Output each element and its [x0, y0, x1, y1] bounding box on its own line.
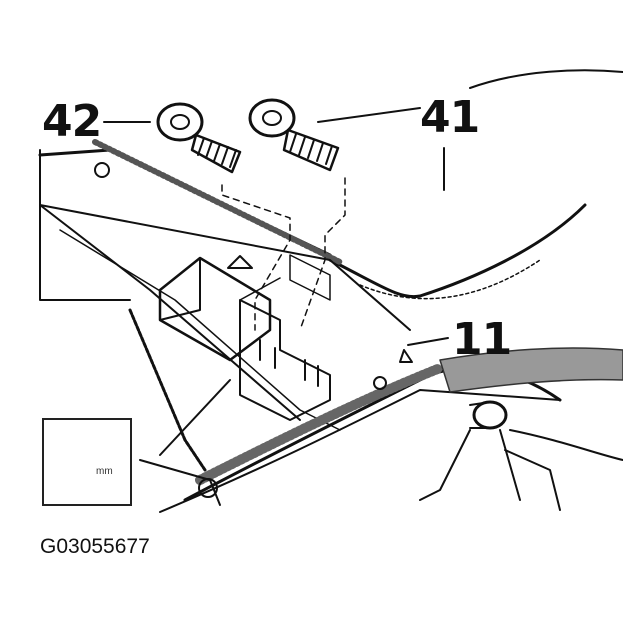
lower-panel-bottom: [159, 389, 561, 513]
bracket-front: [159, 257, 201, 321]
bracket-block: [158, 256, 272, 362]
panel-inner-line: [359, 259, 541, 300]
right-bracket: [504, 429, 623, 511]
lower-panel-hatch: [195, 363, 445, 485]
lower-fastener: [198, 478, 218, 498]
bolt-41: [248, 98, 340, 172]
bracket-slot: [239, 299, 331, 421]
rivet-mid: [227, 255, 253, 269]
hinge-pin: [469, 400, 508, 430]
lower-panel-top: [183, 367, 562, 502]
frame-rail-lower: [39, 204, 411, 331]
hinge-arm: [419, 429, 521, 501]
callout-41: 41: [420, 92, 480, 143]
clip-tabs: [239, 254, 331, 301]
bracket-ribs: [259, 339, 319, 387]
small-nut: [373, 376, 387, 390]
frame-rail-hatch: [92, 139, 343, 265]
callout-11: 11: [452, 314, 512, 365]
support-rod: [128, 308, 207, 472]
callout-42: 42: [42, 96, 102, 147]
rivet-top: [94, 162, 110, 178]
body-panel-outline: [469, 69, 623, 89]
tool-size-label: mm: [96, 466, 113, 477]
frame-rail-face: [39, 204, 301, 421]
leader-11: [407, 337, 449, 346]
bolt-42-guide: [221, 184, 291, 331]
lower-panel-grey: [439, 347, 623, 393]
frame-rail-side: [39, 149, 131, 301]
bolt-41-guide: [299, 177, 346, 331]
body-panel-edge: [328, 203, 587, 299]
figure-id: G03055677: [40, 535, 150, 558]
cable-bottom: [139, 459, 221, 506]
leader-41: [317, 107, 421, 123]
tool-reference-box: mm: [42, 418, 132, 506]
support-rod-2: [159, 379, 231, 456]
small-tab: [399, 349, 413, 363]
bolt-42: [156, 102, 242, 174]
